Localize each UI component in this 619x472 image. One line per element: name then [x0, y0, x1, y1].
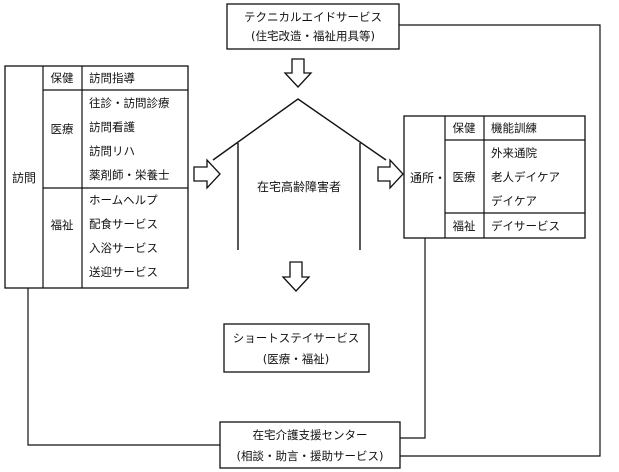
arrow-down-top: [283, 58, 313, 88]
day-services-item: デイケア: [491, 194, 537, 208]
support-center-title: 在宅介護支援センター: [253, 428, 368, 442]
home-visit-category-health: 保健: [51, 71, 74, 85]
arrow-down-bottom: [281, 261, 311, 292]
house-roof: [212, 98, 387, 161]
technical-aid-title: テクニカルエイドサービス: [244, 10, 382, 24]
technical-aid-box: テクニカルエイドサービス (住宅改造・福祉用具等): [226, 3, 400, 50]
house-shape: 在宅高齢障害者: [212, 98, 387, 250]
home-visit-item: 送迎サービス: [89, 265, 158, 279]
technical-aid-subtitle: (住宅改造・福祉用具等): [251, 29, 375, 43]
day-services-category-welfare: 福祉: [453, 219, 476, 233]
home-visit-category-medical: 医療: [51, 122, 74, 136]
short-stay-title: ショートステイサービス: [233, 331, 360, 345]
connector-left-to-support-center: [27, 288, 220, 446]
support-center-box: 在宅介護支援センター (相談・助言・援助サービス): [219, 421, 401, 469]
connector-lines: [27, 24, 601, 457]
arrow-right-right: [377, 158, 404, 190]
home-visit-item: 訪問リハ: [89, 144, 135, 158]
support-center-subtitle: (相談・助言・援助サービス): [237, 449, 384, 463]
connector-day-services-to-support-center: [400, 238, 426, 439]
home-visit-label: 訪問: [12, 170, 36, 185]
center-label: 在宅高齢障害者: [257, 179, 341, 194]
home-visit-category-welfare: 福祉: [51, 218, 74, 232]
day-services-item: 外来通院: [491, 146, 537, 160]
day-services-item: 機能訓練: [491, 121, 537, 135]
home-visit-item: 往診・訪問診療: [89, 96, 170, 110]
home-visit-item: ホームヘルプ: [89, 193, 158, 207]
day-services-item: デイサービス: [491, 219, 560, 233]
home-visit-box: 訪問 保健 訪問指導 医療 往診・訪問診療 訪問看護 訪問リハ 薬剤師・栄養士 …: [4, 65, 189, 289]
day-services-label: 通所・: [410, 171, 446, 185]
home-visit-item: 入浴サービス: [89, 241, 158, 255]
home-visit-item: 配食サービス: [89, 217, 158, 231]
day-services-item: 老人デイケア: [491, 170, 560, 184]
short-stay-box: ショートステイサービス (医療・福祉): [223, 323, 370, 373]
connector-technical-aid-to-support-center: [398, 24, 601, 457]
home-visit-item: 訪問看護: [89, 120, 135, 134]
home-visit-item: 訪問指導: [89, 71, 135, 85]
day-services-category-medical: 医療: [453, 170, 476, 184]
day-services-box: 通所・ 保健 機能訓練 医療 外来通院 老人デイケア デイケア 福祉 デイサービ…: [403, 115, 586, 239]
short-stay-subtitle: (医療・福祉): [263, 352, 329, 366]
day-services-category-health: 保健: [453, 121, 476, 135]
home-visit-item: 薬剤師・栄養士: [89, 168, 170, 182]
arrow-right-left: [193, 158, 221, 190]
